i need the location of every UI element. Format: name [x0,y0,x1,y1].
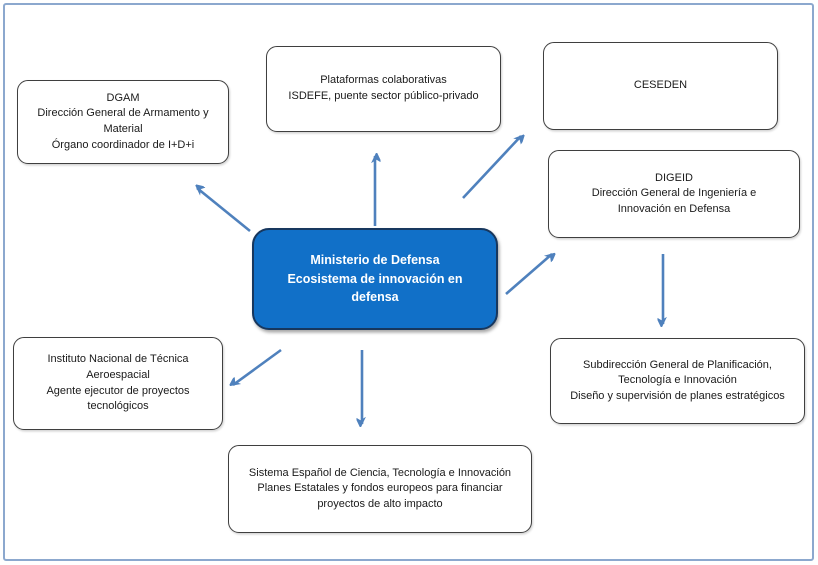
node-digeid-line: Innovación en Defensa [617,202,731,215]
node-dgam-line: Dirección General de Armamento y [37,107,209,120]
node-sistema-title: Sistema Español de Ciencia, Tecnología e… [248,466,512,479]
node-plataformas-line: ISDEFE, puente sector público-privado [288,90,479,102]
node-dgam: DGAM Dirección General de Armamento y Ma… [17,80,229,164]
node-subdireccion: Subdirección General de Planificación, T… [550,338,805,424]
node-plataformas-title: Plataformas colaborativas [320,74,447,87]
node-subdireccion-line: Tecnología e Innovación [618,374,737,387]
arrow-center-to-ceseden [462,136,521,199]
node-subdireccion-line: Diseño y supervisión de planes estratégi… [570,389,785,402]
node-digeid-line: Dirección General de Ingeniería e [591,187,757,200]
node-ministerio-defensa: Ministerio de Defensa Ecosistema de inno… [252,228,498,330]
node-plataformas: Plataformas colaborativas ISDEFE, puente… [266,46,501,132]
center-node-title: Ministerio de Defensa [310,252,440,267]
center-node-line: defensa [351,290,399,305]
node-ceseden: CESEDEN [543,42,778,130]
node-digeid-title: DIGEID [655,171,693,184]
node-dgam-line: Material [103,123,143,135]
node-dgam-line: Órgano coordinador de I+D+i [51,138,195,151]
node-instituto-line: tecnológicos [87,400,149,413]
node-ceseden-title: CESEDEN [633,79,688,92]
node-sistema-line: proyectos de alto impacto [317,497,443,510]
node-instituto: Instituto Nacional de Técnica Aeroespaci… [13,337,223,430]
node-subdireccion-title: Subdirección General de Planificación, [583,358,772,371]
node-dgam-title: DGAM [106,91,140,104]
node-digeid: DIGEID Dirección General de Ingeniería e… [548,150,800,238]
node-instituto-title: Instituto Nacional de Técnica [47,353,189,366]
center-node-line: Ecosistema de innovación en [287,271,463,286]
node-instituto-line: Agente ejecutor de proyectos [46,384,190,397]
node-sistema: Sistema Español de Ciencia, Tecnología e… [228,445,532,533]
arrow-center-to-digeid [505,254,552,295]
node-sistema-line: Planes Estatales y fondos europeos para … [257,482,503,495]
arrow-center-to-dgam [197,188,251,233]
arrow-center-to-instituto [233,348,282,385]
node-instituto-line: Aeroespacial [86,368,150,381]
